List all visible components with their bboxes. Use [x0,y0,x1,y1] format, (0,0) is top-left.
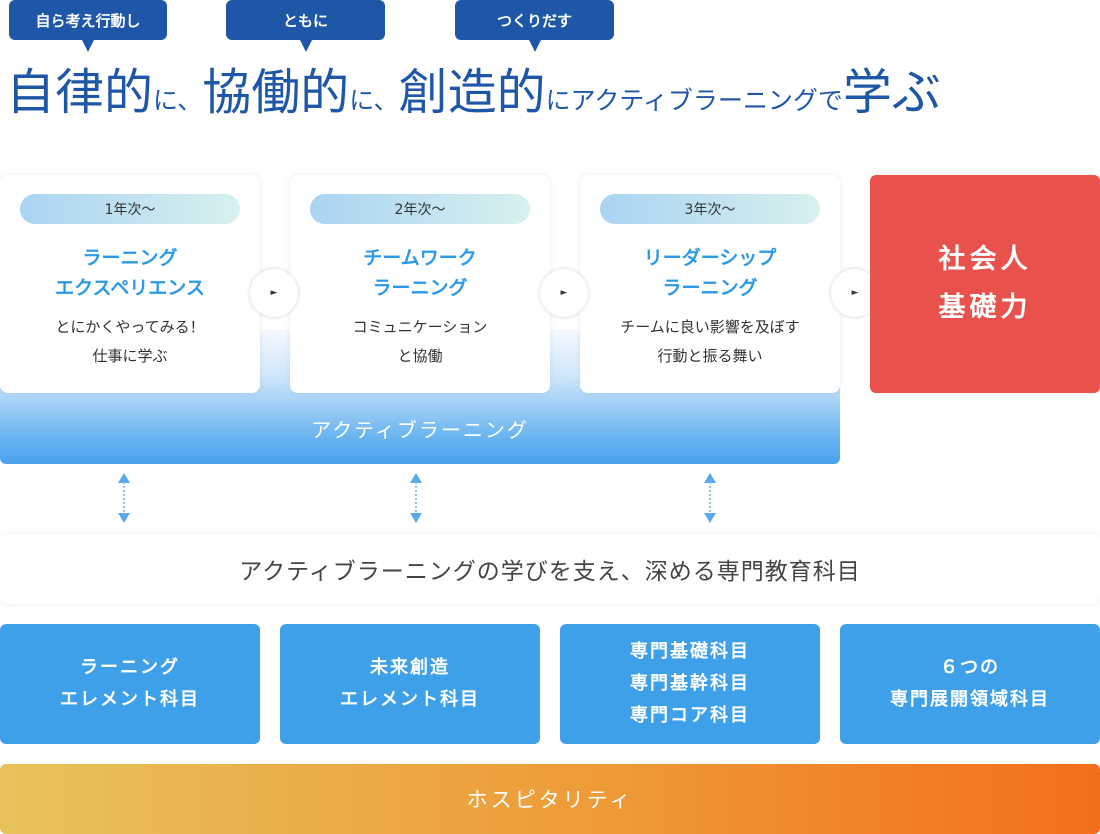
stage-card-3: 3年次〜 リーダーシップ ラーニング チームに良い影響を及ぼす 行動と振る舞い [580,175,840,393]
arrow-right-icon: ► [250,269,298,317]
stage-title-line: エクスペリエンス [55,277,205,299]
hospitality-bar: ホスピタリティ [0,764,1100,834]
arrow-right-icon: ► [540,269,588,317]
stage-title: チームワーク ラーニング [290,243,550,303]
stage-title-line: ラーニング [372,277,468,299]
headline-particle-3: にアクティブラーニングで [545,86,843,115]
stage-description-line: とにかくやってみる！ [55,318,205,336]
headline-word-creative: 創造的 [398,64,546,121]
stage-description-line: コミュニケーション [352,318,488,336]
stage-title: ラーニング エクスペリエンス [0,243,260,303]
subject-line: ラーニング [80,657,180,678]
subject-line: エレメント科目 [60,689,200,710]
support-subjects-box: アクティブラーニングの学びを支え、深める専門教育科目 [0,534,1100,604]
headline-word-collaborative: 協働的 [202,64,350,121]
headline-word-autonomous: 自律的 [6,64,154,121]
tag-self-directed: 自ら考え行動し [9,0,167,52]
stage-title-line: ラーニング [662,277,758,299]
stage-description-line: 仕事に学ぶ [92,347,168,365]
active-learning-label: アクティブラーニング [311,418,529,442]
stage-year-pill: 2年次〜 [310,194,530,224]
tag-together: ともに [226,0,385,52]
stage-description: チームに良い影響を及ぼす 行動と振る舞い [580,313,840,371]
subject-box-specialized-core: 専門基礎科目 専門基幹科目 専門コア科目 [560,624,820,744]
headline-word-learn: 学ぶ [842,64,941,121]
stage-card-1: 1年次〜 ラーニング エクスペリエンス とにかくやってみる！ 仕事に学ぶ [0,175,260,393]
subject-line: 専門基礎科目 [630,641,750,662]
goal-line: 基礎力 [938,292,1032,323]
stage-title-line: ラーニング [82,247,178,269]
stage-description-line: チームに良い影響を及ぼす [620,318,800,336]
subject-box-future-creation: 未来創造 エレメント科目 [280,624,540,744]
subject-box-learning-element: ラーニング エレメント科目 [0,624,260,744]
goal-line: 社会人 [938,244,1032,275]
stage-card-2: 2年次〜 チームワーク ラーニング コミュニケーション と協働 [290,175,550,393]
stage-title: リーダーシップ ラーニング [580,243,840,303]
stage-year-pill: 1年次〜 [20,194,240,224]
subject-box-specialized-domains: ６つの 専門展開領域科目 [840,624,1100,744]
subject-line: ６つの [940,657,1000,678]
headline: 自律的に、協働的に、創造的にアクティブラーニングで学ぶ [6,68,1096,117]
tag-create: つくりだす [455,0,614,52]
subject-line: 専門コア科目 [630,705,750,726]
stage-description-line: 行動と振る舞い [657,347,763,365]
subject-line: 専門基幹科目 [630,673,750,694]
stage-year-pill: 3年次〜 [600,194,820,224]
goal-box: 社会人 基礎力 [870,175,1100,393]
stage-description-line: と協働 [397,347,443,365]
stage-description: とにかくやってみる！ 仕事に学ぶ [0,313,260,371]
stage-title-line: チームワーク [363,247,477,269]
stage-description: コミュニケーション と協働 [290,313,550,371]
subject-line: エレメント科目 [340,689,480,710]
stage-title-line: リーダーシップ [643,247,777,269]
subject-line: 未来創造 [370,657,450,678]
headline-particle-1: に、 [153,86,203,115]
subject-line: 専門展開領域科目 [890,689,1050,710]
headline-particle-2: に、 [349,86,399,115]
